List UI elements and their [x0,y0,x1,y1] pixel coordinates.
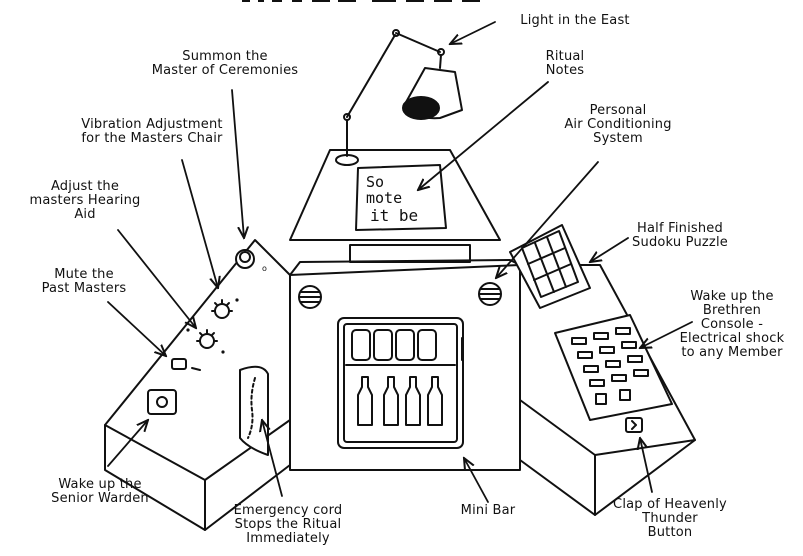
arrow-vibration [182,160,218,288]
label-summon-master: Summon the Master of Ceremonies [120,50,330,78]
notes-line-3: it be [370,208,418,224]
label-senior-warden: Wake up the Senior Warden [30,478,170,506]
label-air-conditioning: Personal Air Conditioning System [548,104,688,146]
lamp [336,30,462,165]
label-hearing-aid: Adjust the masters Hearing Aid [10,180,160,222]
label-mute-past-masters: Mute the Past Masters [14,268,154,296]
arrow-light-east [450,22,495,44]
emergency-cord-panel[interactable] [240,367,268,455]
label-ritual-notes: Ritual Notes [530,50,600,78]
label-brethren-console: Wake up the Brethren Console - Electrica… [662,290,802,360]
mini-bar-fridge [338,318,463,448]
senior-warden-button[interactable] [148,390,176,414]
svg-text:o: o [262,264,267,273]
label-vibration: Vibration Adjustment for the Masters Cha… [52,118,252,146]
air-vent-left [299,286,321,308]
label-thunder: Clap of Heavenly Thunder Button [590,498,750,540]
label-mini-bar: Mini Bar [448,504,528,518]
air-vent-right [479,283,501,305]
label-emergency-cord: Emergency cord Stops the Ritual Immediat… [208,504,368,546]
notes-line-1: So [366,174,384,190]
thunder-button[interactable] [626,418,642,432]
arrow-summon [232,90,244,238]
notes-line-2: mote [366,190,402,206]
label-sudoku: Half Finished Sudoku Puzzle [610,222,750,250]
arrow-mute [108,302,166,356]
label-light-east: Light in the East [500,14,650,28]
